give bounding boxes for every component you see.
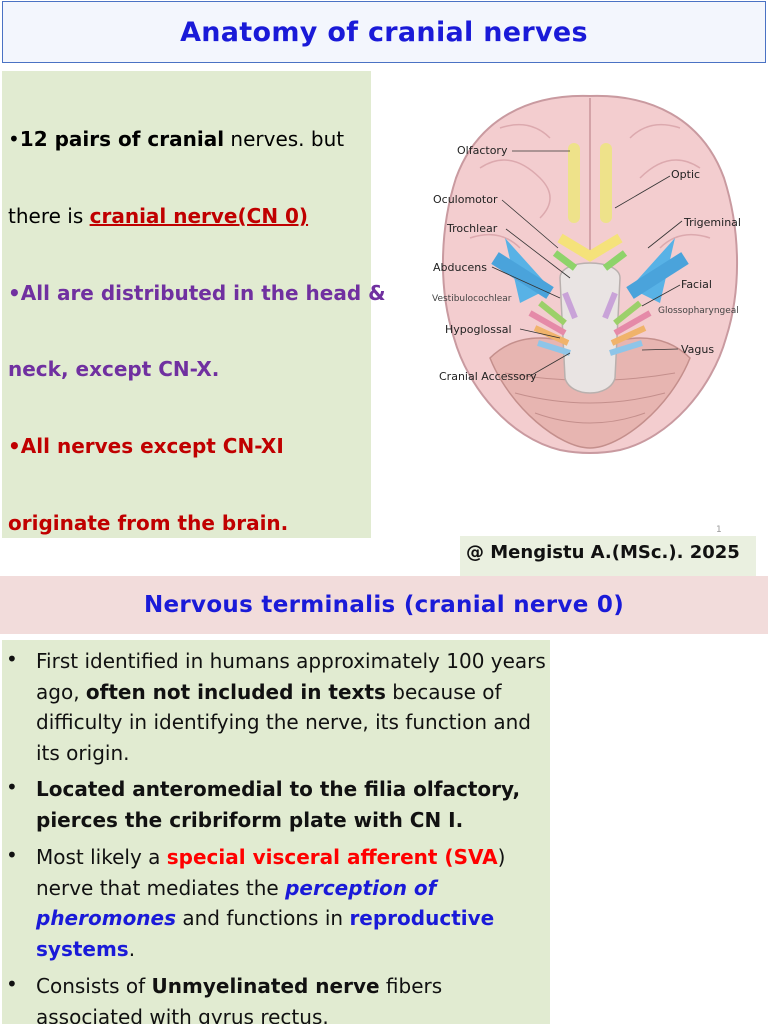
slide1-title: Anatomy of cranial nerves [180,16,588,48]
slide1-bullet-2: •All are distributed in the head & [8,281,386,305]
bullet-symbol: • [6,843,18,867]
slide1-bullet-3: •All nerves except CN-XI [8,434,284,458]
brain-diagram: Olfactory Optic Oculomotor Trochlear Tri… [420,88,760,458]
brain-illustration [441,94,739,454]
label-facial: Facial [681,278,712,291]
slide1-line-4: neck, except CN-X. [8,357,220,381]
label-cranial-accessory: Cranial Accessory [439,370,537,383]
page-number: 1 [716,525,722,535]
label-trigeminal: Trigeminal [684,216,741,229]
label-abducens: Abducens [433,261,487,274]
label-optic: Optic [671,168,701,181]
slide1-title-bar: Anatomy of cranial nerves [2,1,766,63]
slide1-bullet-1: •12 pairs of cranial nerves. but [8,127,345,151]
bullet-symbol: • [6,647,18,671]
slide2-bullet-4: Consists of Unmyelinated nerve fibers as… [36,974,443,1024]
label-oculomotor: Oculomotor [433,193,498,206]
slide2-text-panel: • First identified in humans approximate… [2,640,550,1024]
author-credit: @ Mengistu A.(MSc.). 2025 [460,536,756,576]
slide2-title-bar: Nervous terminalis (cranial nerve 0) [0,576,768,634]
slide1-line-6: originate from the brain. [8,511,289,535]
slide2-bullet-3: Most likely a special visceral afferent … [36,845,506,961]
slide1-line-2: there is cranial nerve(CN 0) [8,204,309,228]
slide2-title: Nervous terminalis (cranial nerve 0) [143,592,625,618]
slide1-text-panel: •12 pairs of cranial nerves. but there i… [2,71,386,538]
cn0-link[interactable]: cranial nerve(CN 0) [89,204,309,228]
bullet-symbol: • [6,972,18,996]
label-vestibulocochlear: Vestibulocochlear [432,294,512,304]
label-glossopharyngeal: Glossopharyngeal [658,306,739,316]
slide2-bullet-2: Located anteromedial to the filia olfact… [36,777,521,832]
slide2-bullet-1: First identified in humans approximately… [36,649,546,765]
label-olfactory: Olfactory [457,144,508,157]
label-trochlear: Trochlear [447,222,498,235]
label-hypoglossal: Hypoglossal [445,323,512,336]
label-vagus: Vagus [681,343,715,356]
bullet-symbol: • [6,775,18,799]
